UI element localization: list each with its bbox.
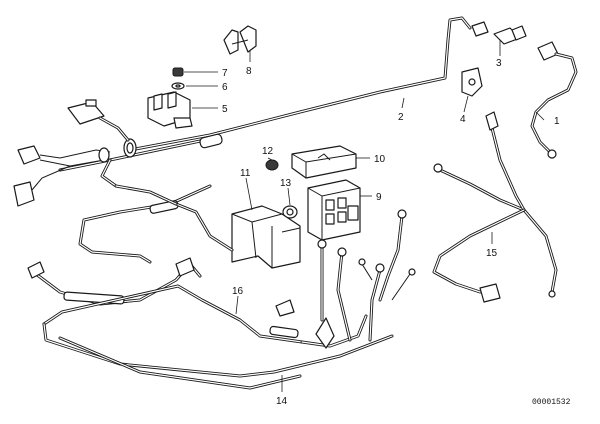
lower-harness <box>27 158 416 390</box>
callout-1: 1 <box>554 116 560 127</box>
right-cable <box>530 52 578 159</box>
mounting-bracket <box>231 205 301 269</box>
cover-box <box>291 145 357 179</box>
main-harness <box>58 16 472 172</box>
callout-16: 16 <box>232 286 244 297</box>
nut-grommet <box>265 159 298 219</box>
callout-2: 2 <box>398 112 404 123</box>
callout-14: 14 <box>276 396 288 407</box>
battery-cable <box>432 111 558 303</box>
bracket-assembly <box>147 25 257 129</box>
callout-3: 3 <box>496 58 502 69</box>
callout-13: 13 <box>280 178 292 189</box>
callout-4: 4 <box>460 114 466 125</box>
left-connector-cluster <box>13 99 130 207</box>
callout-9: 9 <box>376 192 382 203</box>
harness-holder <box>461 67 483 97</box>
callout-12: 12 <box>262 146 274 157</box>
callout-8: 8 <box>246 66 252 77</box>
callout-15: 15 <box>486 248 498 259</box>
callout-5: 5 <box>222 104 228 115</box>
terminal-block <box>307 179 361 241</box>
callout-10: 10 <box>374 154 386 165</box>
callout-7: 7 <box>222 68 228 79</box>
document-number: 00001532 <box>532 398 571 407</box>
top-right-connectors <box>471 21 559 61</box>
callout-11: 11 <box>240 168 251 179</box>
callout-6: 6 <box>222 82 228 93</box>
callout-labels: 1 2 3 4 5 6 7 8 9 10 11 12 13 14 15 16 <box>222 58 560 407</box>
leader-lines <box>184 40 545 392</box>
